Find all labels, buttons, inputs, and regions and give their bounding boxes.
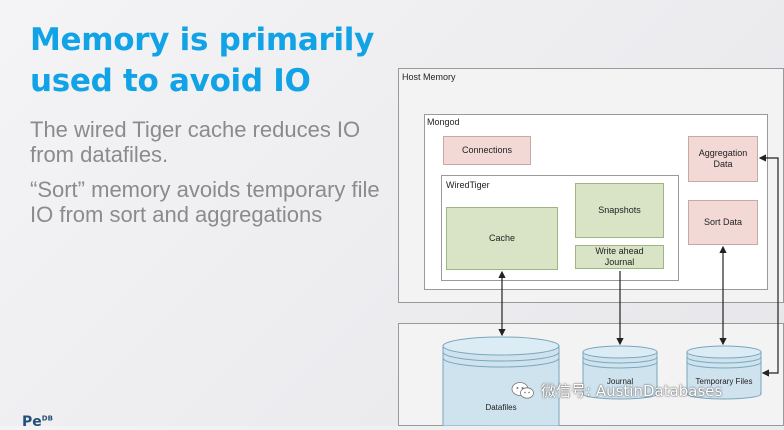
wechat-watermark: 微信号: AustinDatabases — [511, 380, 722, 401]
slide-title: Memory is primarily used to avoid IO — [30, 22, 375, 99]
temp-files-label: Temporary Files — [695, 377, 753, 386]
write-ahead-journal-box: Write ahead Journal — [575, 245, 664, 269]
connections-box: Connections — [443, 136, 531, 165]
temp-files-cylinder-icon — [686, 345, 762, 400]
snapshots-box: Snapshots — [575, 183, 664, 238]
percona-logo: PeDB — [22, 414, 53, 430]
cache-box: Cache — [446, 207, 558, 270]
watermark-text: 微信号: AustinDatabases — [541, 382, 723, 400]
sort-data-box: Sort Data — [688, 200, 758, 245]
journal-cylinder-icon — [582, 345, 658, 400]
wiredtiger-label: WiredTiger — [446, 180, 490, 190]
bullet-sort-memory: “Sort” memory avoids temporary file IO f… — [30, 177, 380, 227]
journal-label: Journal — [606, 377, 634, 386]
aggregation-temp-arrow — [758, 154, 779, 377]
mongod-label: Mongod — [427, 117, 460, 127]
wechat-icon — [511, 381, 534, 399]
host-memory-label: Host Memory — [402, 72, 456, 82]
aggregation-data-box: Aggregation Data — [688, 136, 758, 182]
datafiles-cylinder-icon — [442, 336, 560, 426]
datafiles-label: Datafiles — [485, 403, 517, 412]
bullet-wiredtiger-cache: The wired Tiger cache reduces IO from da… — [30, 117, 361, 167]
